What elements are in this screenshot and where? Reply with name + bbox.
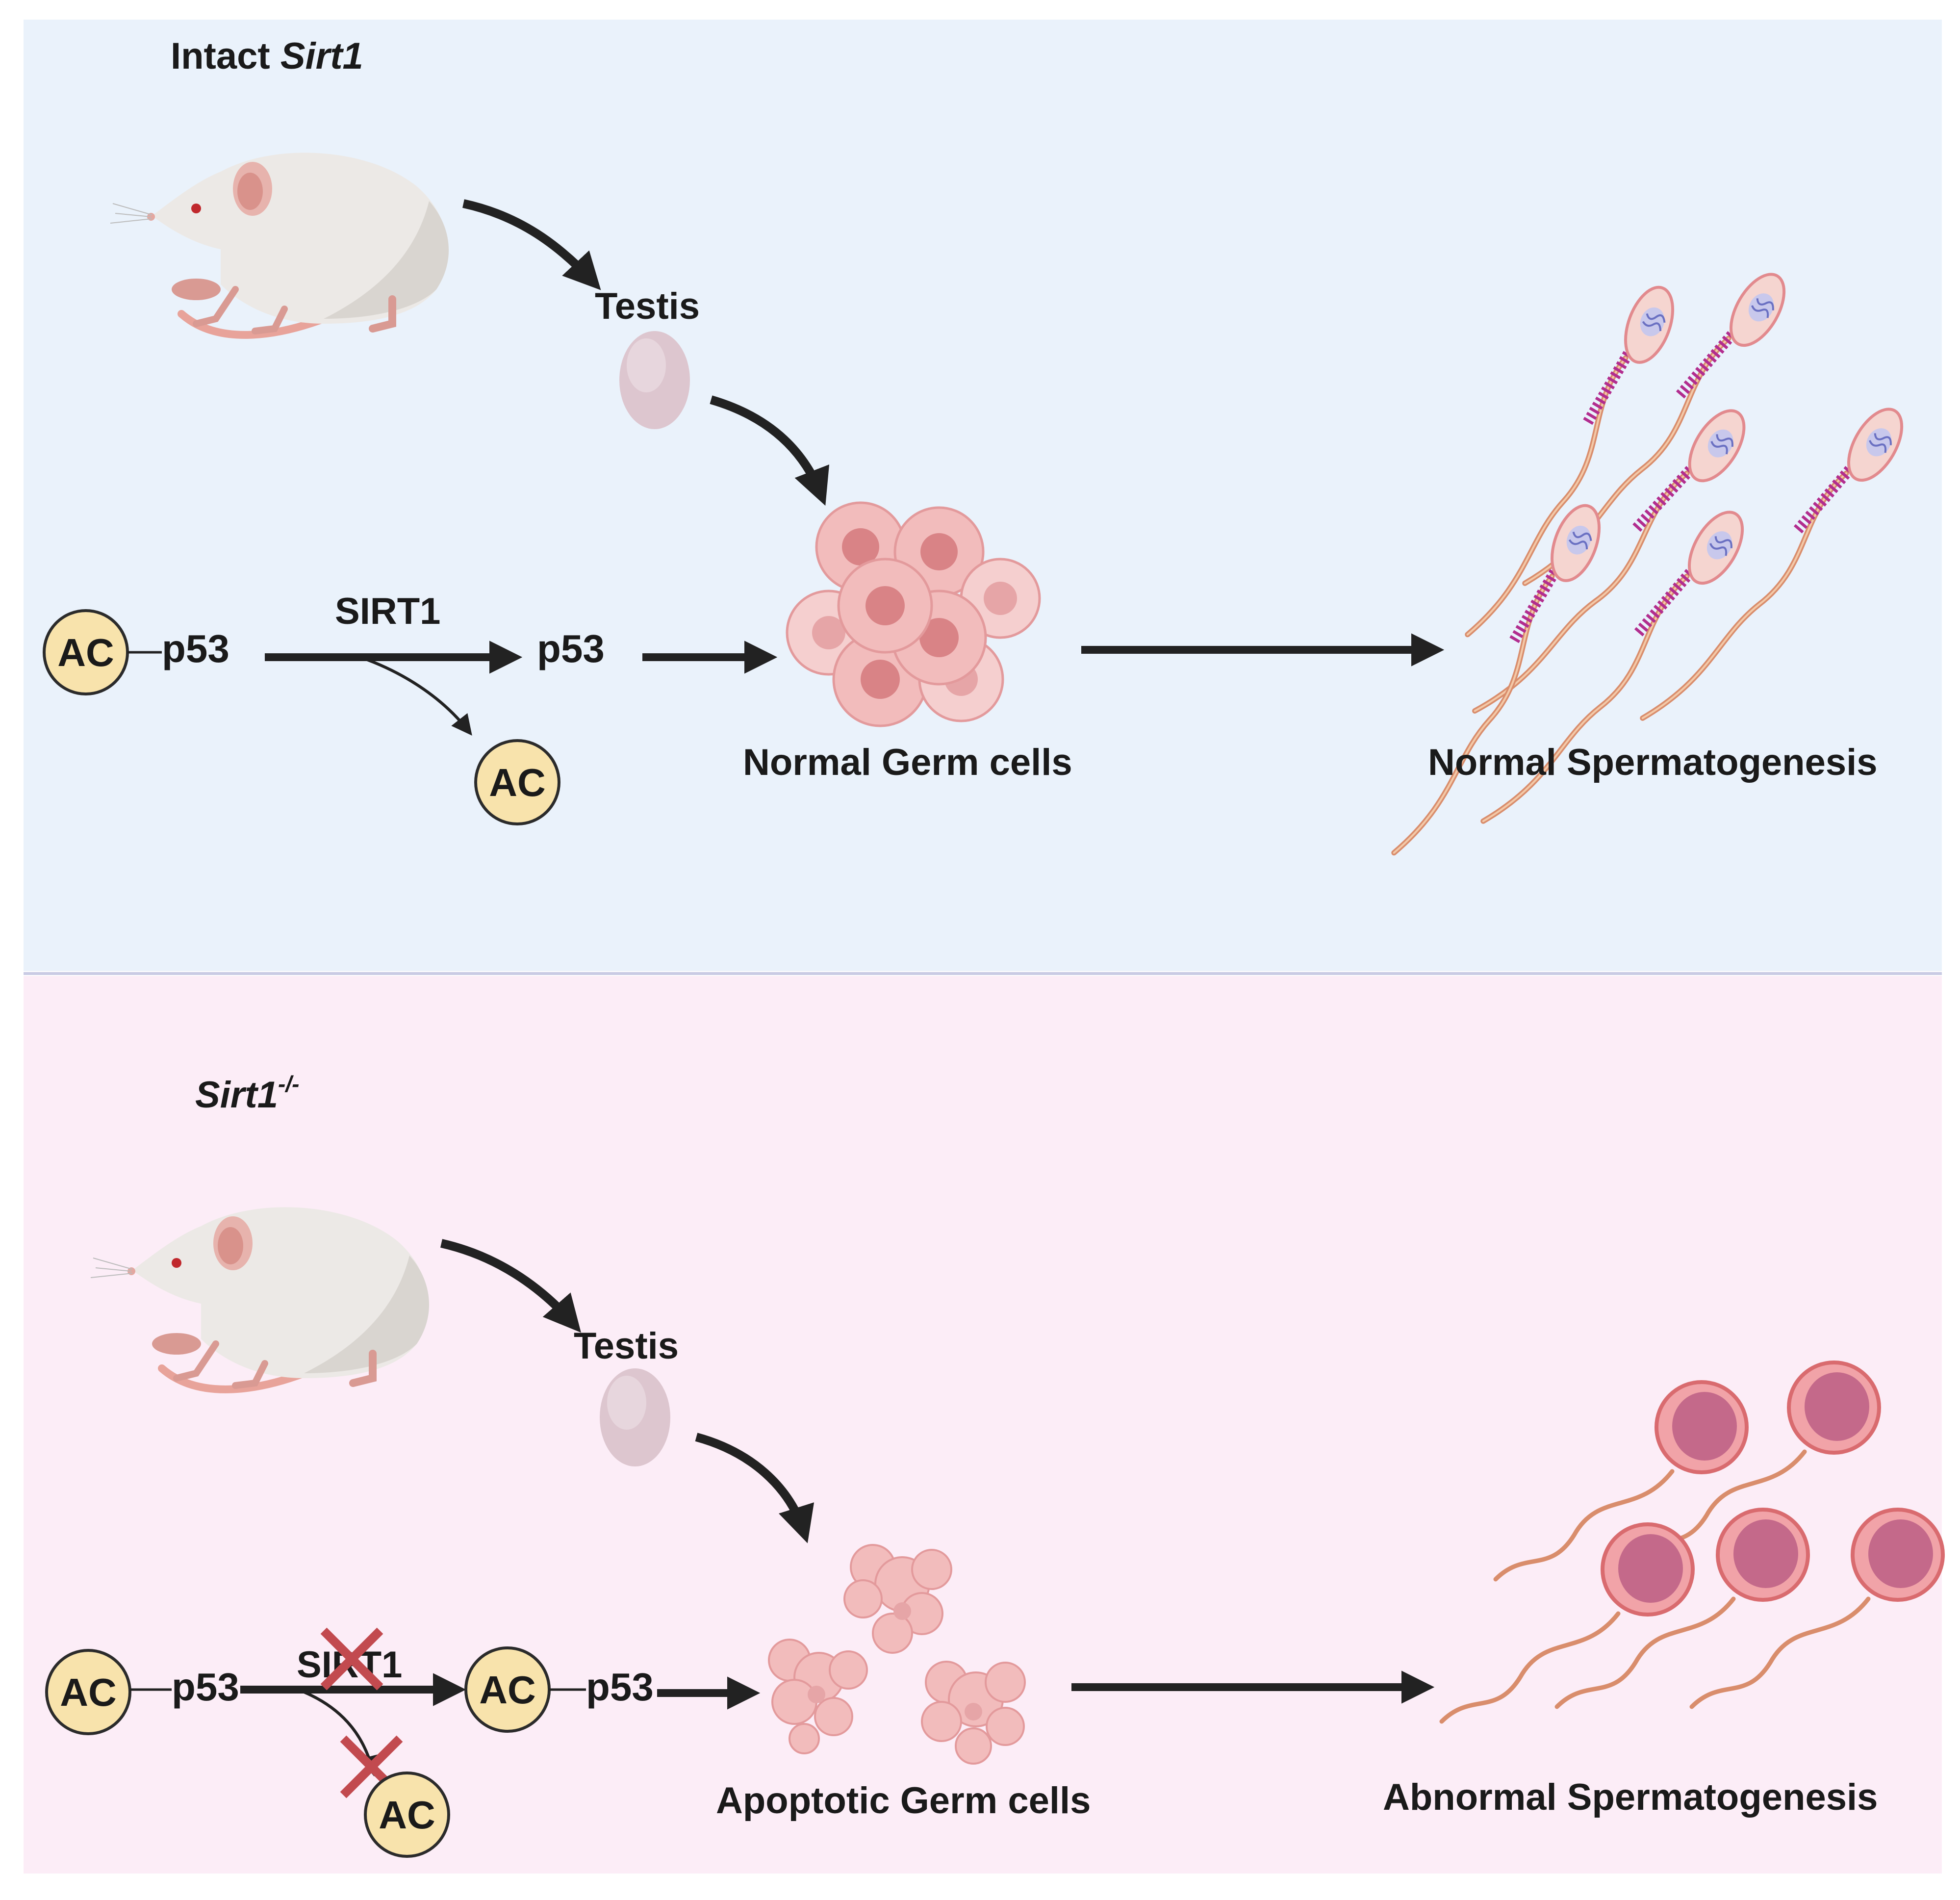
ko-testis-to-cells-arrow xyxy=(695,1433,815,1543)
intact-title: Intact Sirt1 xyxy=(171,35,363,77)
knockout-title: Sirt1-/- xyxy=(195,1071,299,1116)
ko-mouse-to-testis-arrow xyxy=(440,1239,581,1333)
ko-retained-acetyl-node: AC xyxy=(464,1646,551,1733)
sirt1-cross-icon xyxy=(320,1627,383,1691)
svg-text:AC: AC xyxy=(60,1670,117,1714)
ko-testis-label: Testis xyxy=(574,1325,679,1367)
ko-unreleased-acetyl-node: AC xyxy=(364,1772,450,1858)
ko-testis-icon xyxy=(600,1368,670,1466)
ko-still-acetylated-p53-label: p53 xyxy=(586,1665,654,1709)
free-p53-label: p53 xyxy=(537,627,605,670)
ko-acetylated-p53-label: p53 xyxy=(172,1665,239,1709)
abnormal-spermatogenesis-label: Abnormal Spermatogenesis xyxy=(1383,1776,1878,1818)
ko-acetyl-group-node: AC xyxy=(45,1649,131,1735)
released-acetyl-node: AC xyxy=(474,739,560,825)
sirt1-label: SIRT1 xyxy=(335,591,440,632)
mouse-to-testis-arrow xyxy=(462,199,601,290)
ac-release-arrow xyxy=(360,656,472,736)
testis-label: Testis xyxy=(595,285,700,327)
acetyl-group-node: AC xyxy=(43,609,129,695)
acetylated-p53-label: p53 xyxy=(162,627,229,670)
svg-text:AC: AC xyxy=(479,1668,536,1712)
apoptotic-germ-cells-icon xyxy=(768,1544,1026,1765)
svg-text:AC: AC xyxy=(57,631,114,674)
testis-to-cells-arrow xyxy=(710,395,830,506)
svg-text:AC: AC xyxy=(379,1793,435,1837)
ko-ac-release-arrow xyxy=(303,1691,380,1777)
normal-spermatogenesis-label: Normal Spermatogenesis xyxy=(1428,742,1878,783)
testis-icon xyxy=(619,331,690,429)
apoptotic-germ-cells-label: Apoptotic Germ cells xyxy=(716,1780,1091,1822)
svg-text:AC: AC xyxy=(489,761,546,804)
normal-germ-cells-label: Normal Germ cells xyxy=(743,742,1072,783)
normal-germ-cells-icon xyxy=(786,501,1041,727)
